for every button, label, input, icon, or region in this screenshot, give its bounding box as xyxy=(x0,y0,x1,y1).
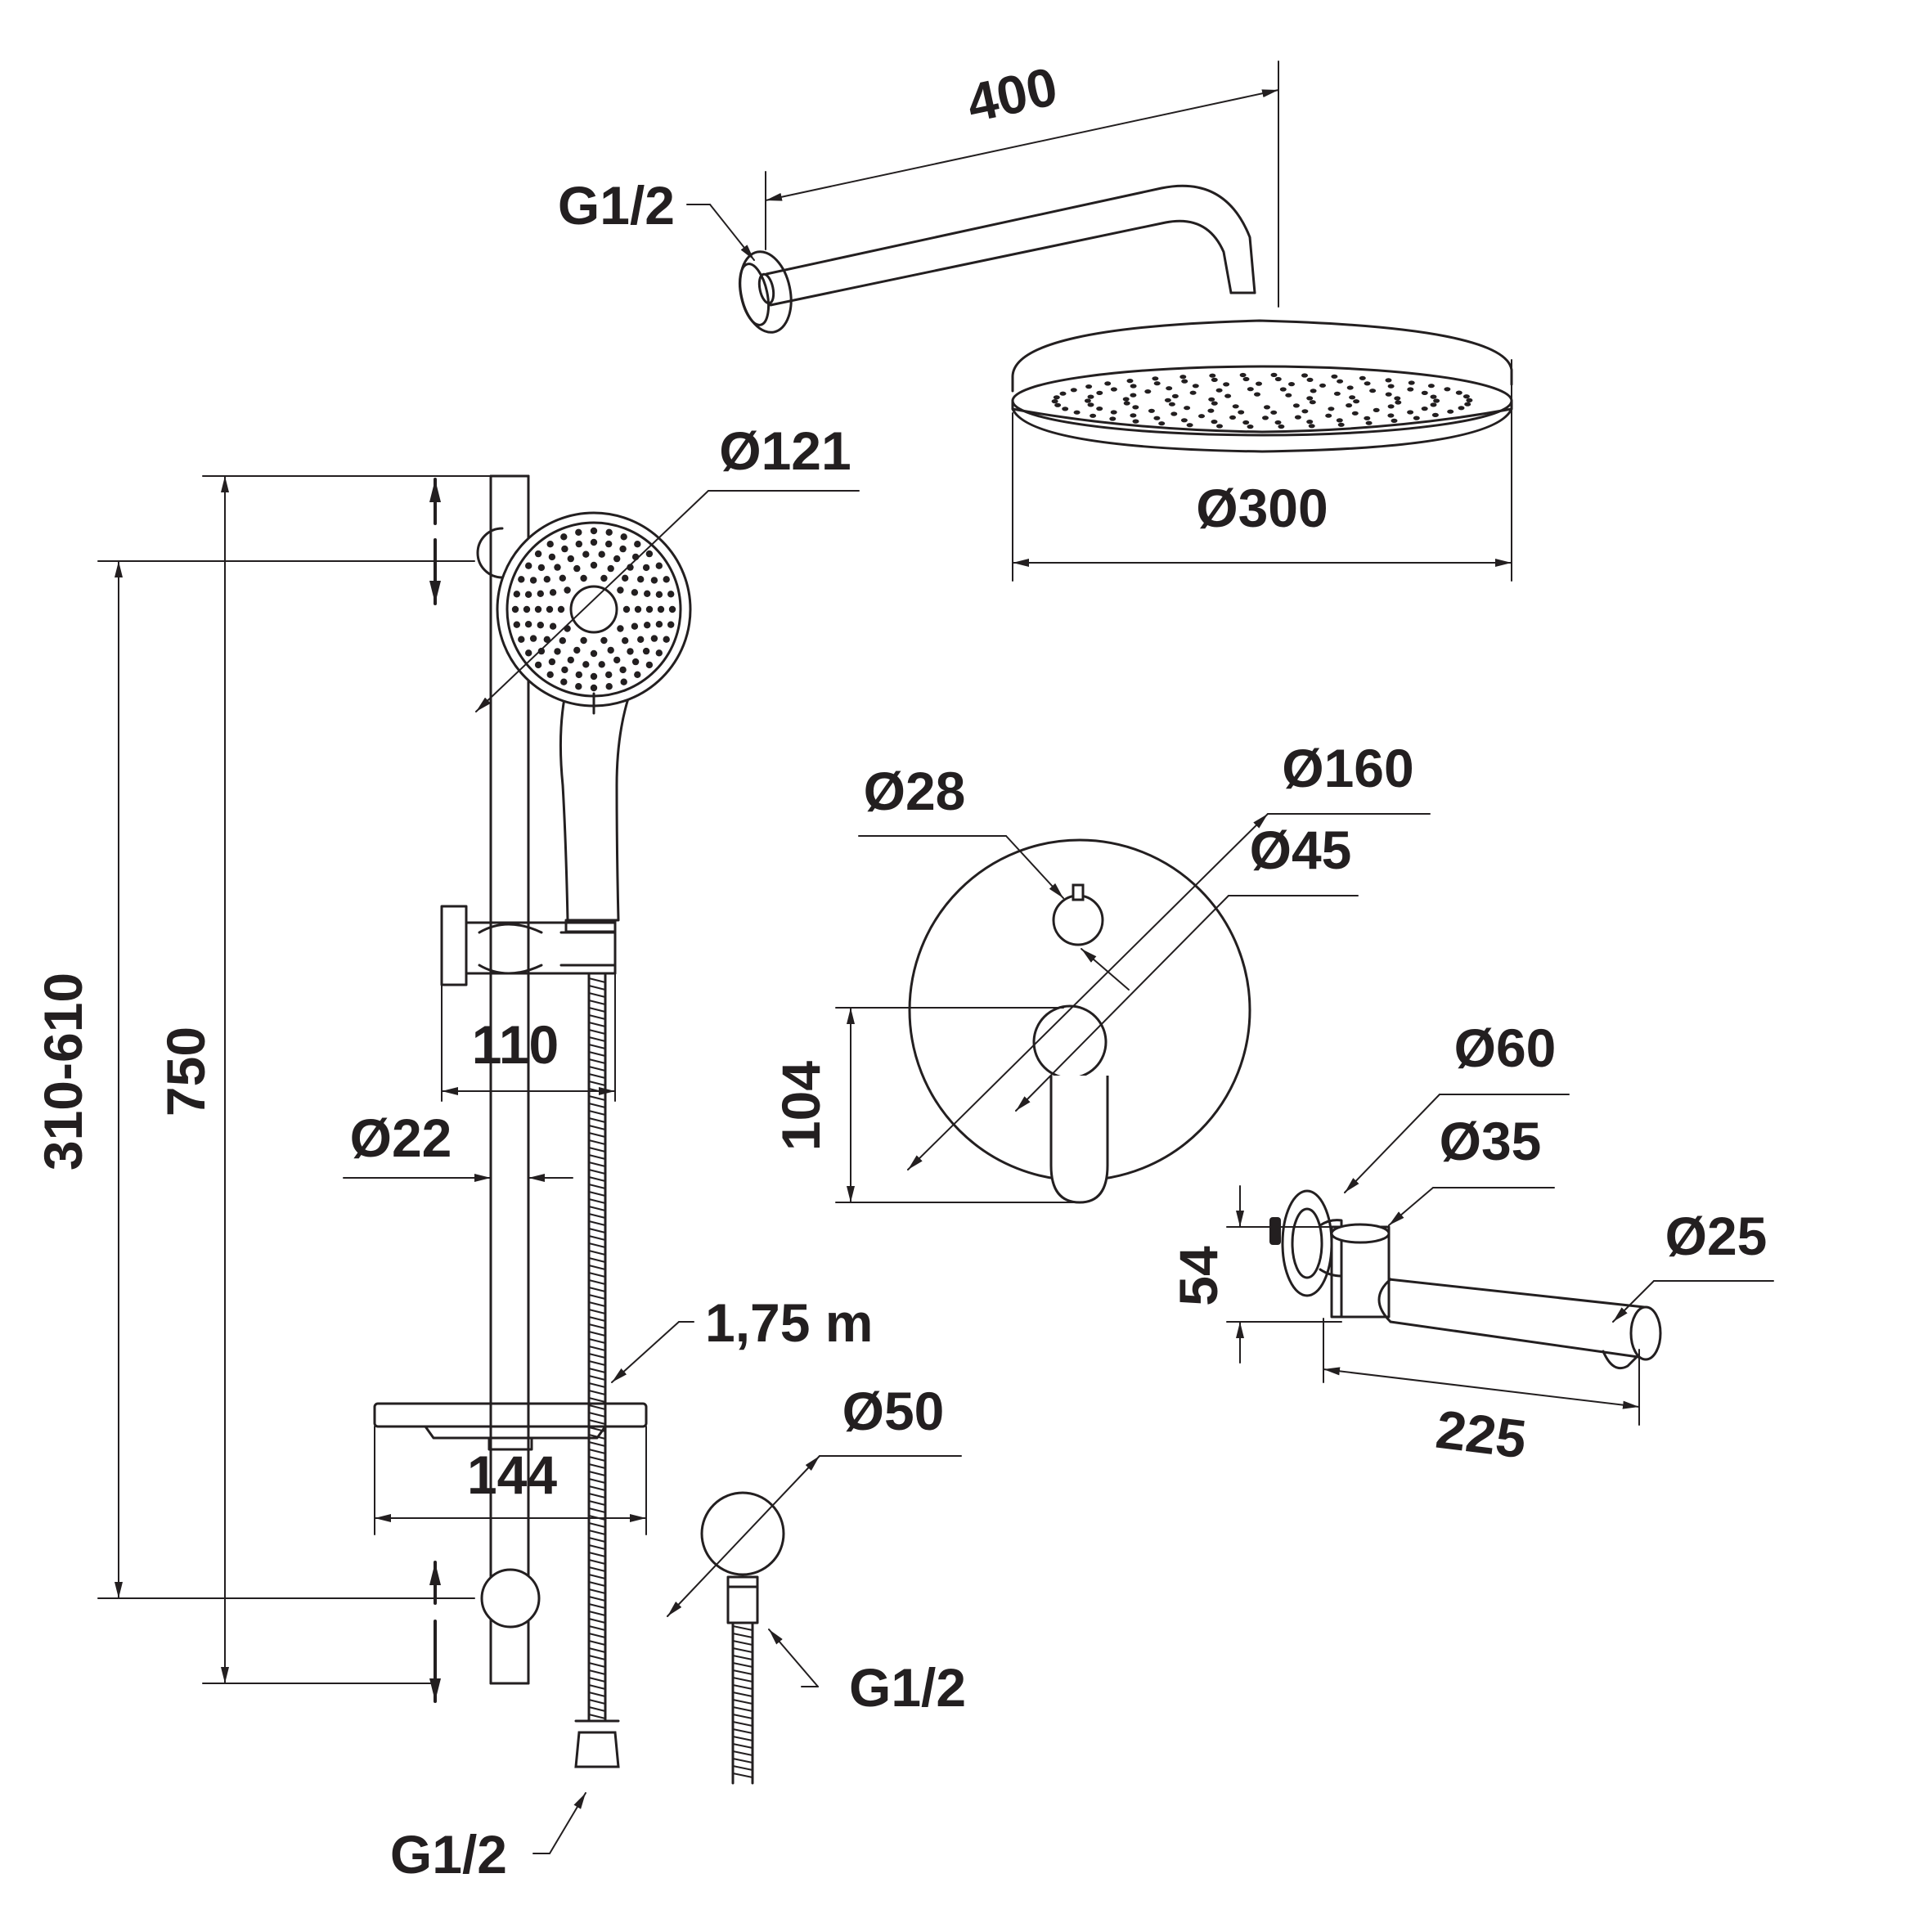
dimension-rail-length: 750 xyxy=(155,475,492,1684)
leader-lever-diameter: Ø45 xyxy=(1015,820,1359,1112)
rain-nozzle-pattern xyxy=(1051,372,1473,429)
shower-arm xyxy=(765,184,1256,307)
leader-plate-diameter: Ø160 xyxy=(907,738,1431,1170)
wall-flange xyxy=(738,250,793,334)
leader-hose-thread: G1/2 xyxy=(390,1792,586,1885)
holder-width-label: 110 xyxy=(472,1014,559,1075)
bath-spout-assembly: 54 225 Ø60 Ø35 Ø25 xyxy=(1168,1018,1774,1470)
rain-shower-assembly: 400 G1/2 Ø300 xyxy=(558,56,1513,582)
dimension-arm-length: 400 xyxy=(765,56,1279,308)
knob-diameter-label: Ø28 xyxy=(864,761,966,821)
rail-wall-bracket-bottom xyxy=(480,1568,541,1629)
arm-length-label: 400 xyxy=(962,56,1063,133)
shower-hose xyxy=(574,973,620,1768)
spout-length-label: 225 xyxy=(1433,1399,1530,1470)
dimension-spout-length: 225 xyxy=(1323,1318,1640,1470)
outlet-hose xyxy=(731,1621,754,1785)
adjust-range-label: 310-610 xyxy=(33,973,93,1170)
spout-pipe xyxy=(1377,1278,1662,1370)
rail-diameter-label: Ø22 xyxy=(350,1108,452,1168)
dimension-rail-diameter: Ø22 xyxy=(343,1108,573,1182)
mixer-lever xyxy=(1032,1004,1109,1204)
rail-length-label: 750 xyxy=(155,1027,216,1117)
concealed-mixer-assembly: 104 Ø28 Ø160 Ø45 xyxy=(771,738,1431,1204)
hose-coil xyxy=(587,973,607,1723)
leader-hose-length: 1,75 m xyxy=(611,1292,873,1383)
dimension-rain-diameter: Ø300 xyxy=(1012,359,1512,582)
slide-rail-assembly: 750 310-610 110 Ø22 1 xyxy=(33,420,873,1885)
plate-diameter-label: Ø160 xyxy=(1282,738,1413,798)
hose-length-label: 1,75 m xyxy=(705,1292,873,1353)
wall-outlet-assembly: Ø50 G1/2 xyxy=(667,1381,966,1785)
rain-shower-head xyxy=(1011,319,1513,453)
leader-outlet-thread: G1/2 xyxy=(768,1629,966,1718)
dimension-holder-width: 110 xyxy=(441,973,616,1102)
leader-knob-diameter: Ø28 xyxy=(858,761,1130,991)
outlet-diameter-label: Ø50 xyxy=(842,1381,945,1441)
dimension-spout-height: 54 xyxy=(1168,1185,1342,1364)
leader-spout-body-diameter: Ø35 xyxy=(1388,1111,1555,1226)
hand-shower xyxy=(496,511,692,933)
spout-flange-diameter-label: Ø60 xyxy=(1454,1018,1557,1078)
leader-arm-thread: G1/2 xyxy=(558,175,755,261)
leader-spout-flange-diameter: Ø60 xyxy=(1344,1018,1570,1193)
rain-diameter-label: Ø300 xyxy=(1196,478,1328,538)
leader-spout-pipe-diameter: Ø25 xyxy=(1612,1206,1774,1323)
outlet-thread-label: G1/2 xyxy=(849,1657,966,1718)
arm-thread-label: G1/2 xyxy=(558,175,675,236)
rail-wall-bracket-top xyxy=(476,527,504,579)
spout-height-label: 54 xyxy=(1168,1246,1229,1306)
mixer-offset-label: 104 xyxy=(771,1061,831,1151)
spout-body xyxy=(1330,1223,1391,1319)
dimension-shelf-width: 144 xyxy=(374,1426,647,1535)
leader-outlet-diameter: Ø50 xyxy=(667,1381,962,1617)
soap-shelf xyxy=(373,1402,648,1451)
diverter-knob xyxy=(1052,883,1104,946)
spout-body-diameter-label: Ø35 xyxy=(1440,1111,1542,1171)
shelf-width-label: 144 xyxy=(467,1445,557,1505)
hand-diameter-label: Ø121 xyxy=(719,420,851,481)
sliding-holder xyxy=(440,905,617,986)
hand-nozzle-pattern xyxy=(511,527,676,692)
hose-thread-label: G1/2 xyxy=(390,1824,507,1885)
dimension-adjust-range: 310-610 xyxy=(33,560,475,1599)
leader-hand-diameter: Ø121 xyxy=(475,420,860,712)
spout-pipe-diameter-label: Ø25 xyxy=(1665,1206,1768,1266)
lever-diameter-label: Ø45 xyxy=(1250,820,1352,880)
